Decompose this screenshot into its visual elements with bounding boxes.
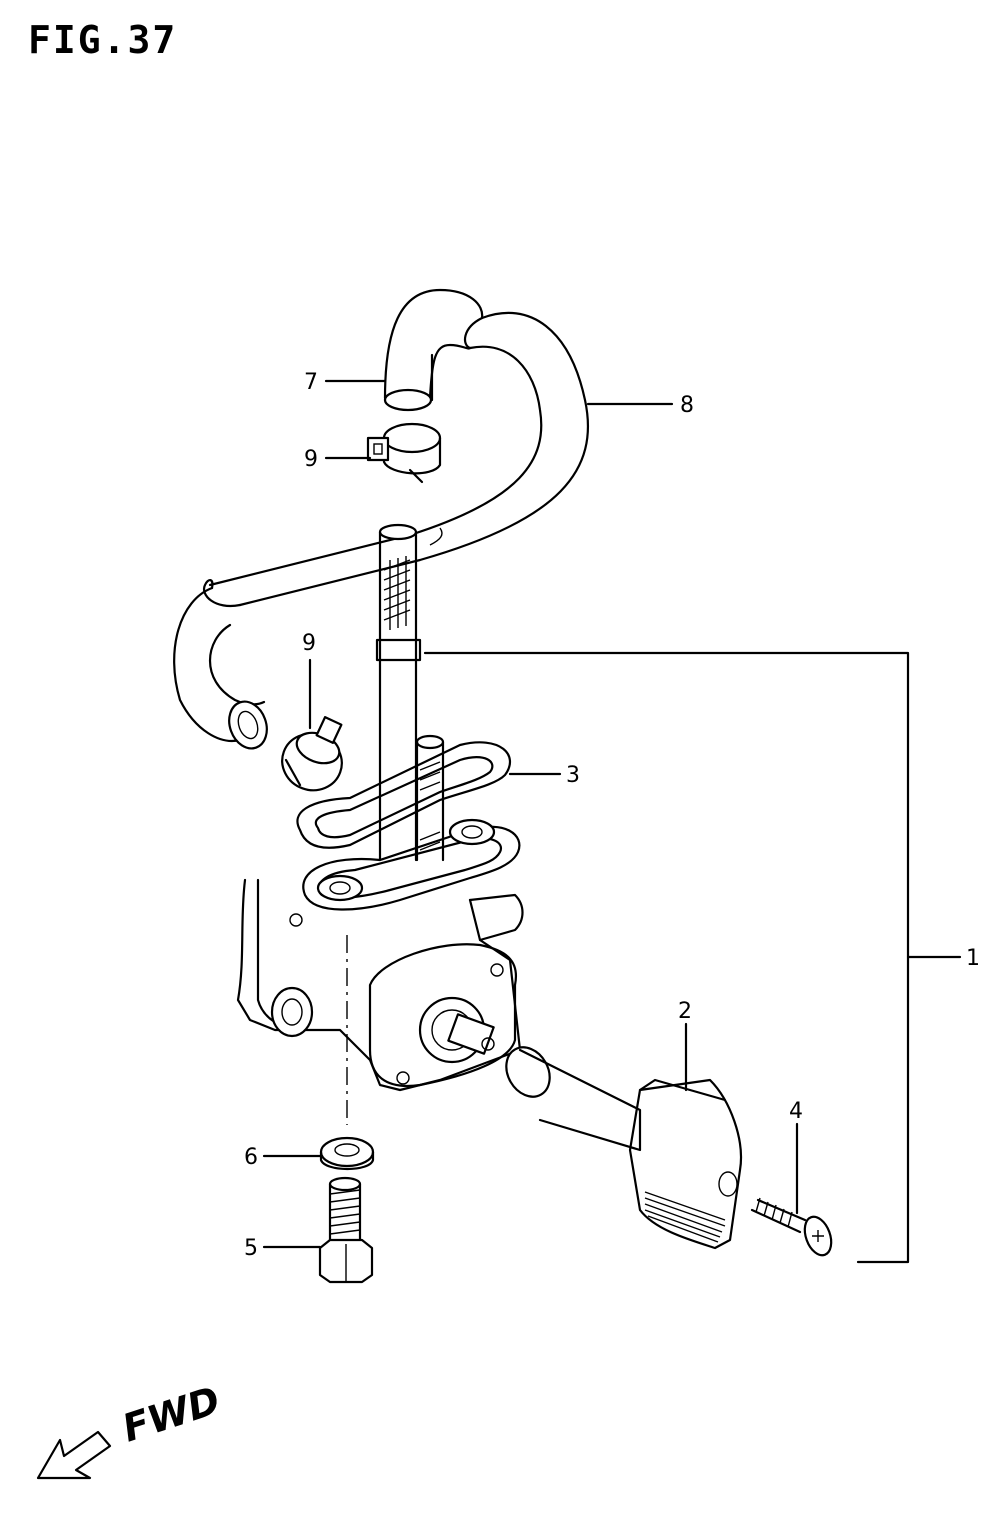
bolt: [318, 1176, 374, 1284]
figure-title: FIG.37: [28, 18, 178, 62]
washer: [319, 1136, 375, 1170]
callout-1: 1: [966, 946, 980, 971]
hose-clamp-lower: [281, 716, 343, 792]
callout-3: 3: [566, 763, 580, 788]
hose-clamp-upper: [366, 422, 442, 484]
fuel-cock-lever: [505, 1046, 742, 1250]
fuel-cock-body: [236, 818, 524, 1092]
fuel-strainer-pipe: [375, 523, 445, 862]
callout-8: 8: [680, 393, 694, 418]
gasket: [296, 741, 512, 849]
callout-5: 5: [244, 1236, 258, 1261]
callout-9-upper: 9: [304, 447, 318, 472]
callout-9-lower: 9: [302, 631, 316, 656]
fuel-hose-long: [173, 311, 590, 750]
arrow-left-down-icon: [36, 1430, 112, 1480]
fuel-hose-short: [383, 288, 484, 412]
fwd-label: FWD: [117, 1378, 225, 1451]
callout-7: 7: [304, 370, 318, 395]
screw: [750, 1197, 833, 1257]
callout-leaders: [262, 379, 799, 1249]
callout-6: 6: [244, 1145, 258, 1170]
callout-2: 2: [678, 999, 692, 1024]
callout-4: 4: [789, 1099, 803, 1124]
assembly-bracket: [423, 651, 962, 1264]
